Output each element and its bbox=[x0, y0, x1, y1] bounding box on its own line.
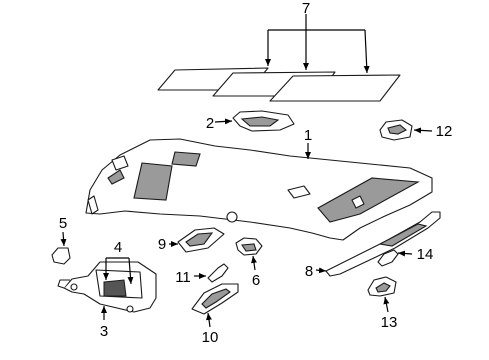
small-hook bbox=[207, 263, 229, 283]
callout-11: 11 bbox=[175, 269, 191, 286]
callout-4: 4 bbox=[114, 239, 122, 256]
callout-7: 7 bbox=[302, 0, 310, 17]
grab-handle bbox=[191, 283, 239, 315]
dome-lamp bbox=[379, 119, 413, 141]
callout-14: 14 bbox=[417, 246, 434, 263]
callout-3: 3 bbox=[100, 323, 108, 340]
bracket-part bbox=[232, 110, 295, 132]
insulator-pads bbox=[157, 67, 401, 102]
callout-13: 13 bbox=[381, 314, 398, 331]
callout-9: 9 bbox=[158, 236, 166, 253]
sun-visor bbox=[57, 261, 157, 313]
callout-1: 1 bbox=[304, 127, 312, 144]
headliner-panel bbox=[85, 138, 433, 241]
leader-lines bbox=[60, 14, 433, 328]
callout-8: 8 bbox=[305, 263, 313, 280]
rear-lamp bbox=[367, 276, 397, 297]
callout-10: 10 bbox=[202, 329, 219, 346]
callout-labels: 7 2 1 12 5 4 9 6 11 8 14 3 10 13 bbox=[59, 0, 453, 346]
callout-5: 5 bbox=[59, 215, 67, 232]
visor-clip bbox=[51, 247, 71, 265]
callout-2: 2 bbox=[206, 115, 214, 132]
clip-part bbox=[235, 237, 263, 256]
handle-part bbox=[177, 227, 225, 253]
callout-12: 12 bbox=[436, 123, 453, 140]
callout-6: 6 bbox=[252, 272, 260, 289]
side-trim bbox=[325, 211, 441, 277]
